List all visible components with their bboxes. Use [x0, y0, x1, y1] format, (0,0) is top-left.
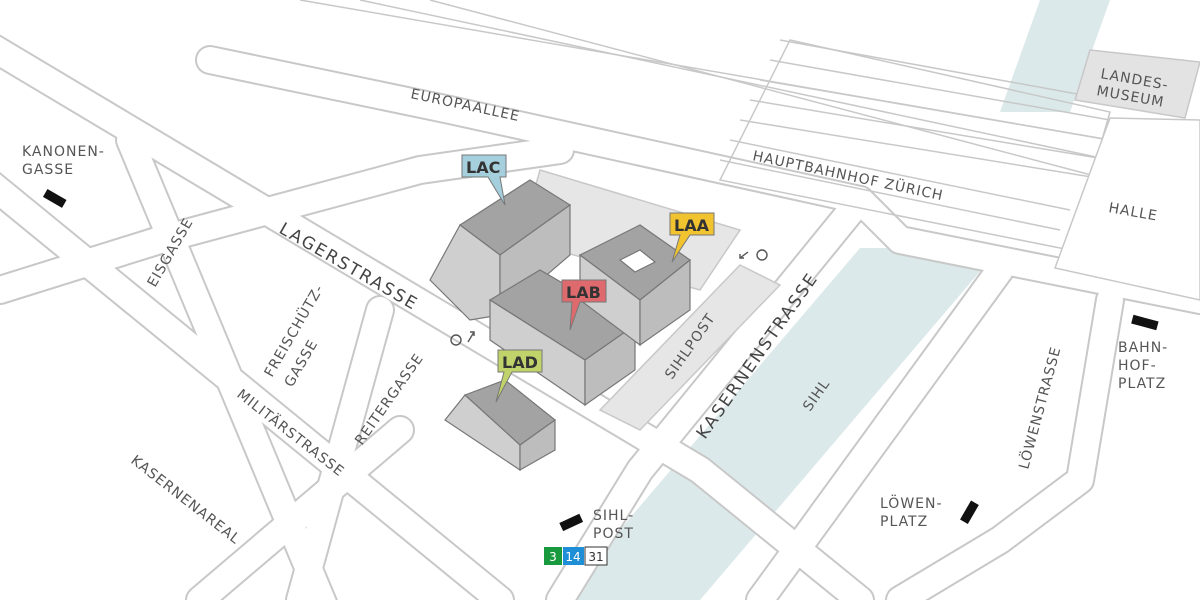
block-sihlpost-strip: [598, 264, 782, 431]
river-north: [1000, 0, 1110, 112]
label-sihlpost-2: POST: [593, 526, 634, 542]
label-sihlpost-1: SIHL-: [593, 508, 634, 524]
landesmuseum-building: [1074, 49, 1200, 119]
label-kanonengasse-1: KANONEN-: [22, 144, 105, 160]
tag-lad-label: LAD: [502, 353, 538, 372]
tag-lab-label: LAB: [566, 283, 601, 302]
wheelchair-entrance-icon: [450, 331, 475, 346]
tram-stop-icon: [559, 513, 584, 532]
tram-lines: 3 14 31: [544, 546, 608, 566]
label-loewenstrasse: LÖWENSTRASSE: [1014, 344, 1064, 471]
tram-line-14: 14: [565, 550, 580, 564]
label-loewenplatz-2: PLATZ: [880, 514, 928, 530]
halle-building: [1054, 117, 1200, 301]
label-bahnhofplatz-3: PLATZ: [1118, 376, 1166, 392]
tram-stop-icon: [42, 189, 67, 208]
tag-laa-label: LAA: [674, 216, 710, 235]
label-bahnhofplatz-2: HOF-: [1118, 358, 1157, 374]
road-network: [0, 34, 1200, 600]
tram-line-3: 3: [549, 550, 557, 564]
label-kanonengasse-2: GASSE: [22, 162, 74, 178]
tram-line-31: 31: [588, 550, 603, 564]
label-loewenplatz-1: LÖWEN-: [880, 494, 943, 512]
railway-tracks: [299, 0, 1111, 231]
tram-stop-icon: [1131, 314, 1159, 331]
tag-lab[interactable]: LAB: [561, 279, 607, 331]
tag-lad[interactable]: LAD: [495, 349, 543, 403]
wheelchair-entrance-icon: [739, 249, 768, 261]
building-laa: [578, 224, 692, 347]
tram-stop-icon: [960, 500, 979, 525]
building-lad: [444, 379, 556, 472]
tag-lac-label: LAC: [466, 158, 500, 177]
label-lagerstrasse: LAGERSTRASSE: [276, 219, 422, 315]
label-kasernenareal: KASERNENAREAL: [128, 453, 244, 548]
tag-laa[interactable]: LAA: [669, 212, 715, 263]
tag-lac[interactable]: LAC: [461, 154, 507, 206]
sihl-river: [560, 248, 1000, 600]
label-bahnhofplatz-1: BAHN-: [1118, 340, 1168, 356]
